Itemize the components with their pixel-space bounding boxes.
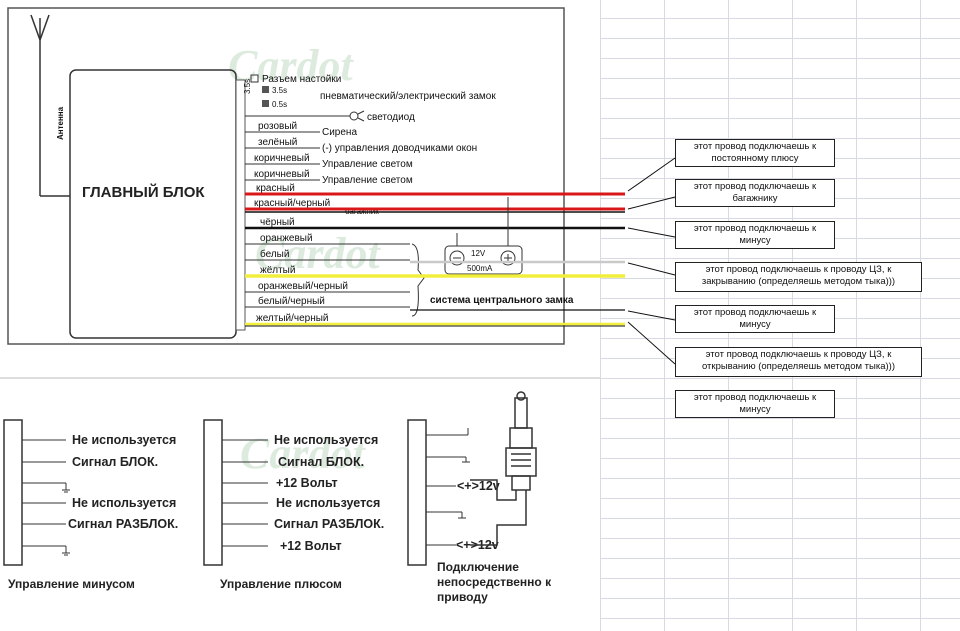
led-icon <box>357 110 365 115</box>
minus-caption: Управление минусом <box>8 577 135 591</box>
note-box[interactable]: этот провод подключаешь к проводу ЦЗ, к … <box>675 347 922 377</box>
central-lock-label: система центрального замка <box>430 295 574 306</box>
note-box[interactable]: этот провод подключаешь к багажнику <box>675 179 835 207</box>
jumper-icon <box>262 100 269 107</box>
connector-block <box>3 419 23 566</box>
wire-color-label: красный/черный <box>254 198 330 209</box>
ground-icon <box>62 546 70 556</box>
voltage-label: <+>12v <box>457 479 500 493</box>
plus-line-label: Сигнал БЛОК. <box>278 455 364 469</box>
wire-color-label: коричневый <box>254 169 310 180</box>
wire-color-label: оранжевый <box>260 233 313 244</box>
main-unit-box <box>69 69 237 339</box>
wire-color-label: коричневый <box>254 153 310 164</box>
watermark: Cardot <box>240 429 366 478</box>
wire-color-label: чёрный <box>260 217 295 228</box>
pin-label: пневматический/электрический замок <box>320 91 496 102</box>
connector-block <box>407 419 427 566</box>
note-arrows <box>627 157 676 365</box>
wire-function-label: Сирена <box>322 127 357 138</box>
main-unit-title: ГЛАВНЫЙ БЛОК <box>82 183 205 201</box>
wire-function-label: Управление светом <box>322 159 413 170</box>
connector-strip <box>235 79 246 331</box>
actuator-icon <box>470 391 537 546</box>
note-box[interactable]: этот провод подключаешь к минусу <box>675 221 835 249</box>
wire-color-label: желтый/черный <box>256 313 329 324</box>
watermark: Cardot <box>228 41 354 90</box>
led-icon <box>349 111 359 121</box>
minus-terminal-icon <box>449 250 465 266</box>
pin-label: светодиод <box>367 112 415 123</box>
wire-color-label: жёлтый <box>260 265 295 276</box>
plus-line-label: +12 Вольт <box>280 539 342 553</box>
ground-icon <box>62 483 70 493</box>
wire-color-label: зелёный <box>258 137 297 148</box>
jumper-mark: 3.5s <box>272 86 287 95</box>
watermark: Cardot <box>255 229 381 278</box>
minus-line-label: Сигнал РАЗБЛОК. <box>68 517 178 531</box>
antenna-icon <box>30 14 70 197</box>
setup-connector-icon <box>250 74 259 83</box>
minus-line-label: Сигнал БЛОК. <box>72 455 158 469</box>
wire-color-label: белый/черный <box>258 295 325 307</box>
lock-module-label: 500mA <box>467 264 493 273</box>
plus-line-label: Не используется <box>274 433 378 447</box>
note-box[interactable]: этот провод подключаешь к постоянному пл… <box>675 139 835 167</box>
plus-terminal-icon <box>500 250 516 266</box>
wire-color-label: розовый <box>258 121 297 132</box>
direct-caption: Подключение <box>437 560 519 574</box>
jumper-icon <box>262 86 269 93</box>
minus-line-label: Не используется <box>72 433 176 447</box>
note-box[interactable]: этот провод подключаешь к минусу <box>675 390 835 418</box>
bracket <box>411 243 425 317</box>
lock-module-label: 12V <box>471 249 486 258</box>
note-box[interactable]: этот провод подключаешь к минусу <box>675 305 835 333</box>
minus-line-label: Не используется <box>72 496 176 510</box>
wire-color-label: красный <box>256 183 295 194</box>
ground-icon <box>458 512 466 519</box>
direct-caption: приводу <box>437 590 488 604</box>
wire-color-label: оранжевый/черный <box>258 281 348 292</box>
connector-block <box>203 419 223 566</box>
jumper-mark: 3.5s <box>243 79 252 94</box>
schematic-frame <box>7 7 565 345</box>
wire-function-label: (-) управления доводчиками окон <box>322 143 477 154</box>
jumper-mark: 0.5s <box>272 100 287 109</box>
pin-label: Разъем настойки <box>262 74 341 85</box>
plus-line-label: Не используется <box>276 496 380 510</box>
antenna-label: Антенна <box>56 106 65 140</box>
wire-color-label: белый <box>260 248 289 260</box>
plus-line-label: Сигнал РАЗБЛОК. <box>274 517 384 531</box>
led-icon <box>357 117 365 122</box>
direct-caption: непосредственно к <box>437 575 552 589</box>
wire-function-label: Управление светом <box>322 175 413 186</box>
plus-line-label: +12 Вольт <box>276 476 338 490</box>
ground-icon <box>462 457 470 463</box>
plus-caption: Управление плюсом <box>220 577 342 591</box>
note-box[interactable]: этот провод подключаешь к проводу ЦЗ, к … <box>675 262 922 292</box>
